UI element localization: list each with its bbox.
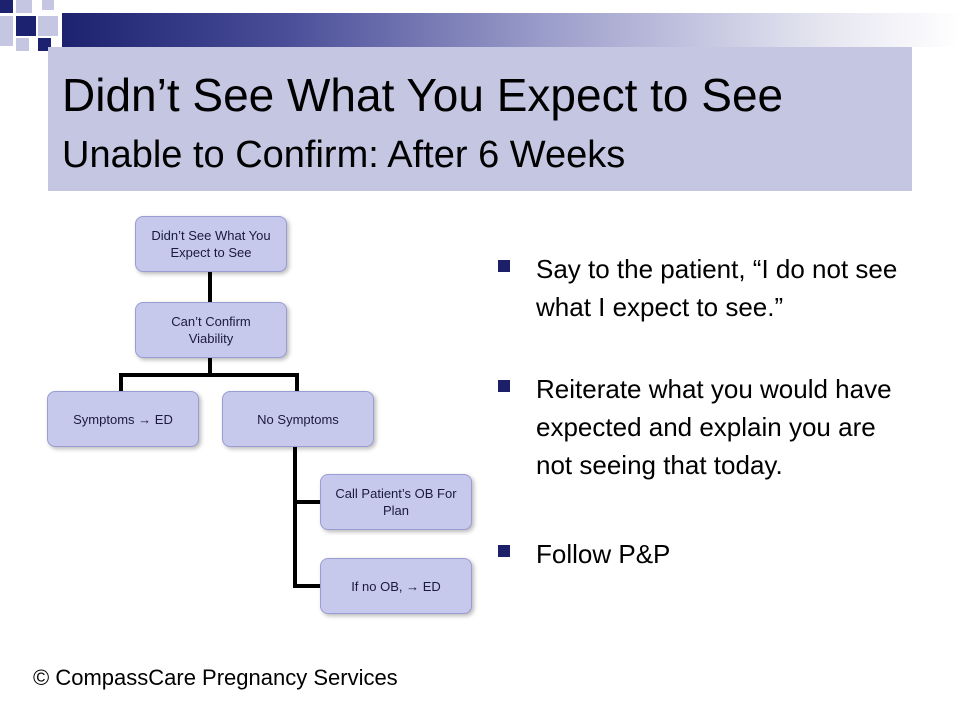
header-decoration	[0, 0, 960, 60]
arrow-right-icon: →	[138, 411, 152, 427]
connector	[293, 500, 321, 504]
decor-square	[16, 38, 29, 51]
slide-title: Didn’t See What You Expect to See	[62, 69, 784, 121]
title-band	[48, 47, 912, 191]
connector	[119, 373, 299, 377]
square-bullet-icon	[498, 545, 510, 557]
flow-node-cant-confirm-label: Can’t Confirm Viability	[171, 314, 251, 346]
flow-node-no-ob-label: If no OB,	[351, 578, 403, 594]
flowchart: Didn’t See What You Expect to See Can’t …	[0, 200, 480, 640]
header-gradient-bar	[62, 13, 960, 47]
flow-node-root: Didn’t See What You Expect to See	[135, 216, 287, 272]
flow-node-root-label: Didn’t See What You Expect to See	[151, 228, 271, 260]
footer-copyright: © CompassCare Pregnancy Services	[33, 665, 398, 690]
decor-square	[0, 0, 13, 13]
decor-square	[38, 16, 58, 36]
decor-square	[16, 0, 32, 13]
connector	[119, 373, 123, 394]
flow-node-no-symptoms: No Symptoms	[222, 391, 374, 447]
decor-square	[38, 38, 51, 51]
flow-node-no-symptoms-label: No Symptoms	[257, 411, 339, 427]
square-bullet-icon	[498, 380, 510, 392]
flow-node-call-ob: Call Patient’s OB For Plan	[320, 474, 472, 530]
flow-node-no-ob: If no OB, → ED	[320, 558, 472, 614]
decor-square	[0, 16, 13, 46]
bullet-text: Follow P&P	[536, 539, 671, 569]
connector	[293, 446, 297, 588]
bullet-text: Reiterate what you would have expected a…	[536, 374, 892, 480]
slide-subtitle: Unable to Confirm: After 6 Weeks	[62, 134, 626, 176]
square-bullet-icon	[498, 260, 510, 272]
connector	[295, 373, 299, 394]
flow-node-symptoms: Symptoms → ED	[47, 391, 199, 447]
arrow-right-icon: →	[406, 578, 420, 594]
connector	[208, 268, 212, 303]
flow-node-symptoms-target: ED	[154, 411, 173, 427]
connector	[208, 358, 212, 376]
flow-node-symptoms-label: Symptoms	[73, 411, 135, 427]
flow-node-call-ob-label: Call Patient’s OB For Plan	[335, 486, 457, 518]
decor-square	[16, 16, 36, 36]
flow-node-no-ob-target: ED	[422, 578, 441, 594]
connector	[293, 584, 321, 588]
bullet-text: Say to the patient, “I do not see what I…	[536, 254, 898, 322]
flow-node-cant-confirm: Can’t Confirm Viability	[135, 302, 287, 358]
decor-square	[42, 0, 54, 10]
